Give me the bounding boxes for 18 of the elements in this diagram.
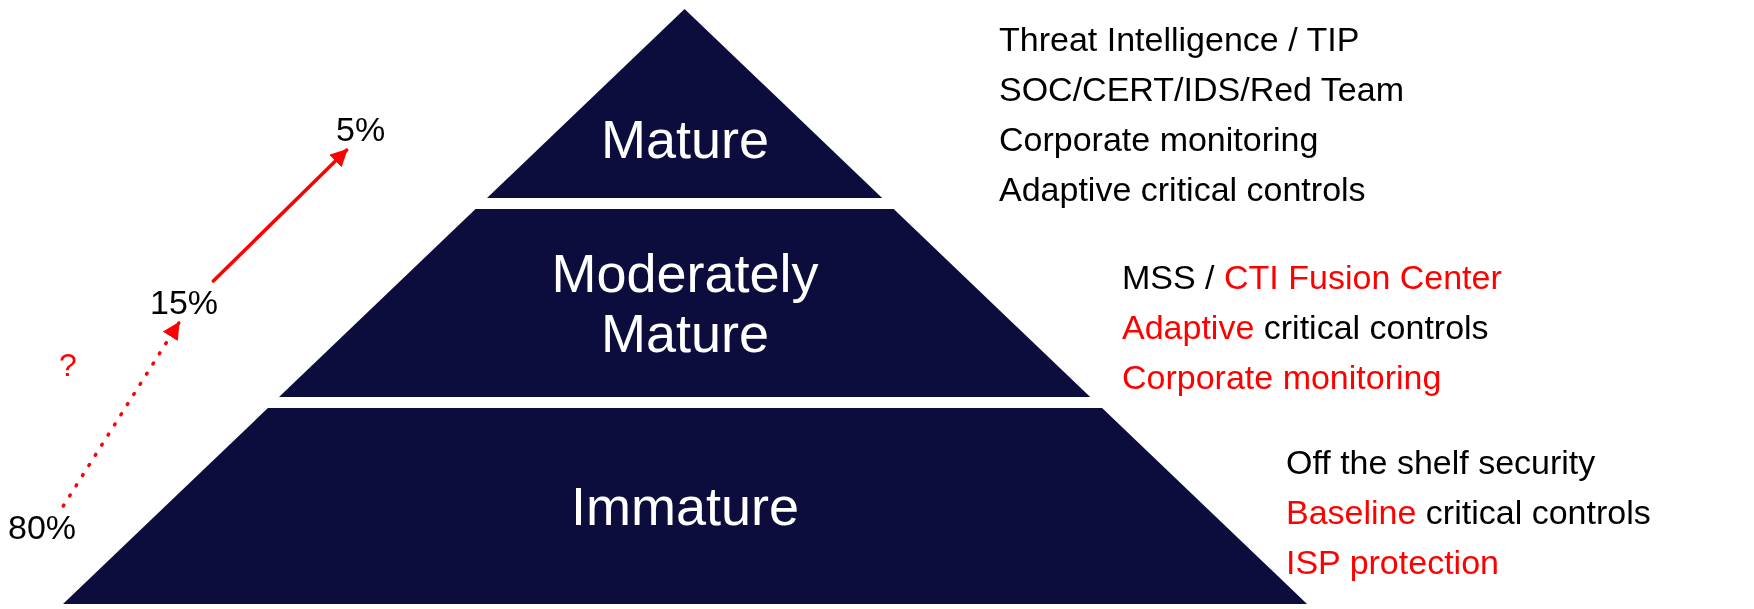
tier-description: Corporate monitoring	[1122, 357, 1443, 398]
percentage-label: 5%	[336, 108, 386, 150]
arrow	[211, 148, 349, 283]
tier-description: Adaptive critical controls	[999, 169, 1367, 210]
tier-description: SOC/CERT/IDS/Red Team	[999, 69, 1404, 110]
tier-description: Off the shelf security	[1286, 442, 1597, 483]
tier-label: Mature	[599, 108, 770, 169]
tier-description: Adaptive critical controls	[1122, 307, 1490, 348]
tier-description: ISP protection	[1286, 542, 1500, 583]
tier-description: Baseline critical controls	[1286, 492, 1651, 533]
tier-description: Threat Intelligence / TIP	[999, 19, 1361, 60]
percentage-label: 15%	[150, 281, 219, 323]
tier-label: Moderately Mature	[550, 243, 820, 363]
tier-description: Corporate monitoring	[999, 119, 1320, 160]
tier-label: Immature	[569, 476, 801, 536]
tier-description: MSS / CTI Fusion Center	[1122, 257, 1502, 298]
percentage-label: 80%	[8, 506, 77, 548]
arrow	[61, 321, 181, 508]
